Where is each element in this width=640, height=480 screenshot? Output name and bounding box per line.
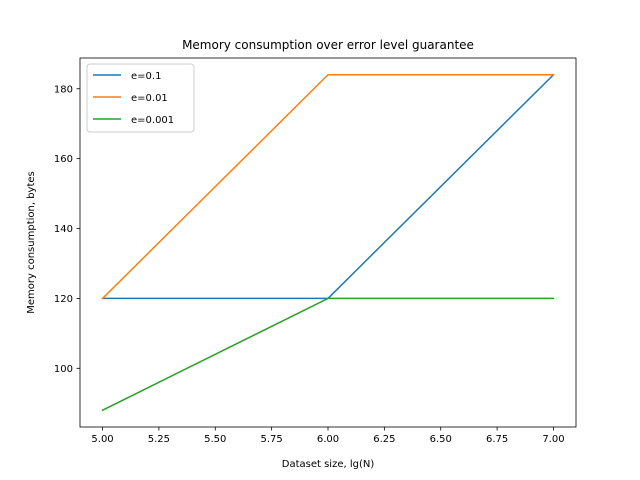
x-tick-label: 5.50: [204, 434, 226, 445]
x-tick-label: 6.25: [373, 434, 395, 445]
legend-label-2: e=0.01: [131, 93, 168, 104]
y-tick-label: 180: [54, 84, 73, 95]
series-line-2: [101, 74, 555, 300]
x-tick-label: 5.75: [261, 434, 283, 445]
x-axis-ticks: 5.00 5.25 5.50 5.75 6.00 6.25 6.50 6.75 7.00: [91, 427, 565, 445]
x-tick-label: 5.00: [91, 434, 113, 445]
legend: e=0.1 e=0.01 e=0.001: [86, 63, 195, 133]
plot-frame: [79, 57, 577, 428]
y-tick-label: 160: [54, 154, 73, 165]
x-tick-label: 7.00: [542, 434, 564, 445]
y-tick-label: 100: [54, 364, 73, 375]
y-tick-label: 120: [54, 294, 73, 305]
series-line-3: [101, 297, 555, 412]
x-tick-label: 6.50: [430, 434, 452, 445]
y-axis-ticks: 100 120 140 160 180: [54, 84, 80, 375]
series-layer: [101, 73, 555, 412]
legend-label-1: e=0.1: [131, 71, 161, 82]
x-axis-label: Dataset size, lg(N): [282, 459, 375, 470]
x-tick-label: 5.25: [148, 434, 170, 445]
x-tick-label: 6.00: [317, 434, 339, 445]
legend-label-3: e=0.001: [131, 115, 174, 126]
x-tick-label: 6.75: [486, 434, 508, 445]
chart-title: Memory consumption over error level guar…: [182, 38, 474, 52]
y-axis-label: Memory consumption, bytes: [26, 171, 37, 314]
legend-box: [86, 63, 195, 133]
y-tick-label: 140: [54, 224, 73, 235]
